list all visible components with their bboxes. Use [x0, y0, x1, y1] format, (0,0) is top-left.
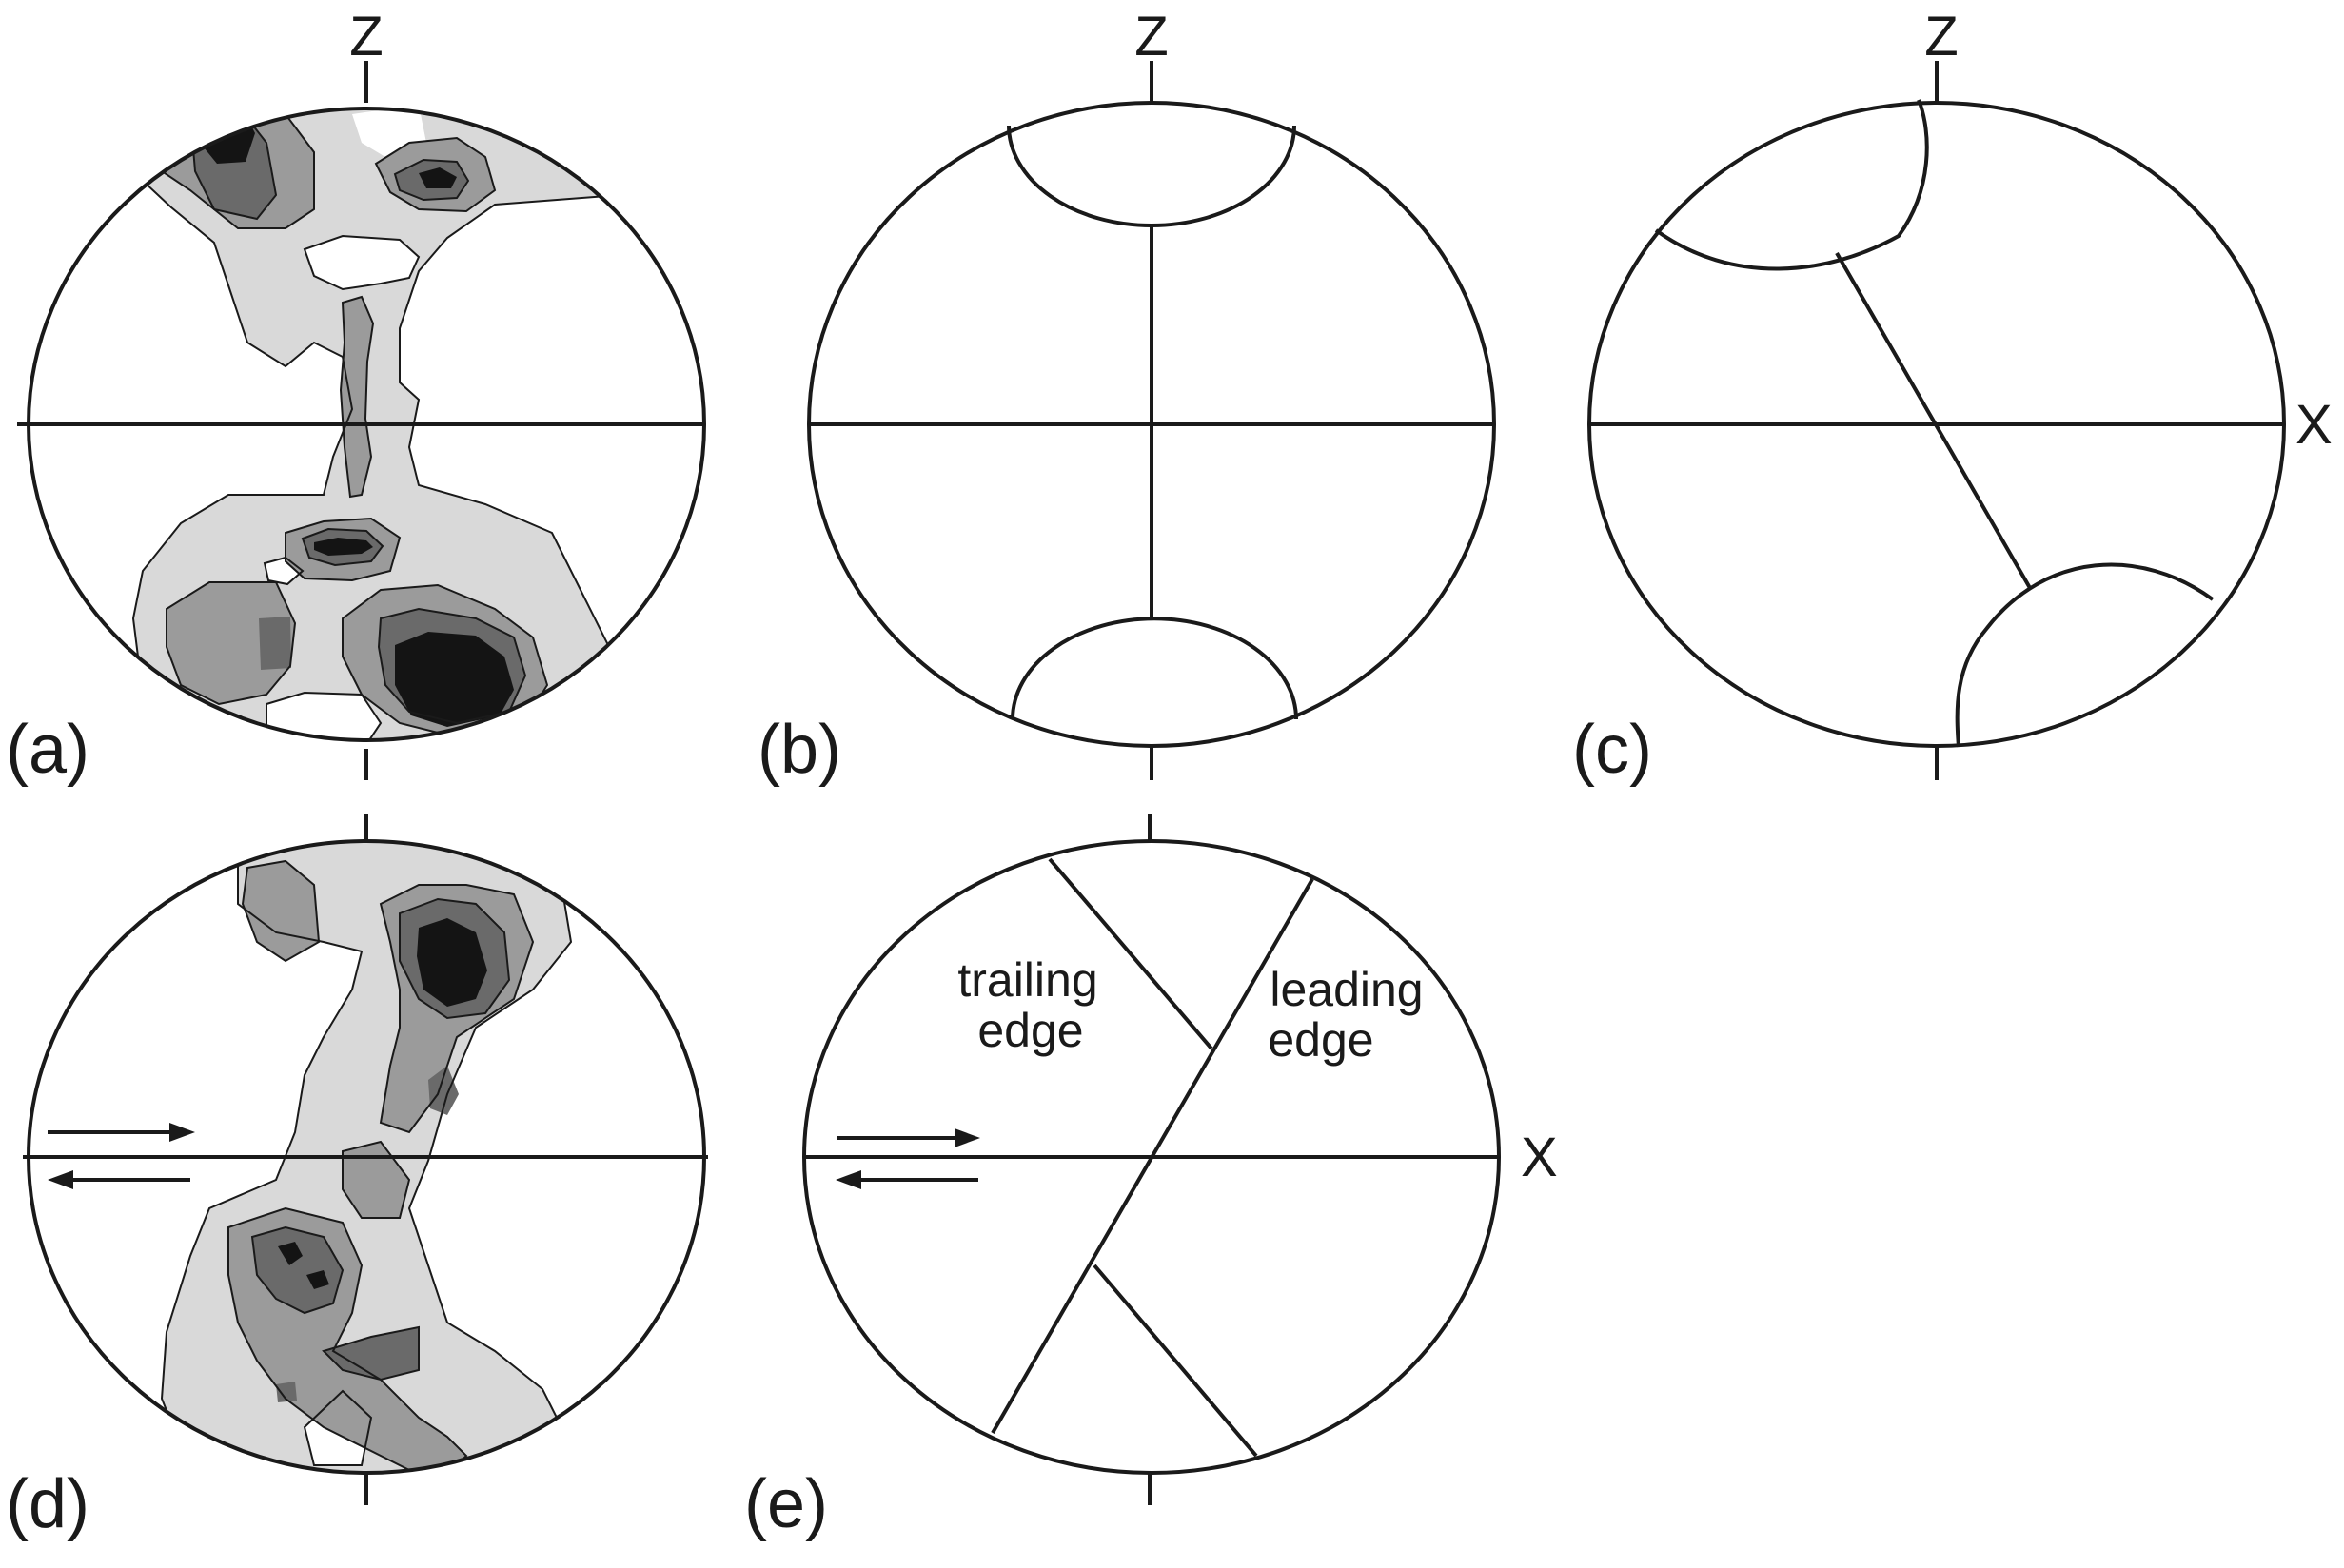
panel-a-z-label: Z [349, 6, 383, 68]
panel-e-leading-label-2: edge [1268, 1013, 1373, 1067]
panel-e-lower-edge-line [1093, 1264, 1258, 1458]
panel-b-z-label: Z [1134, 6, 1168, 68]
panel-a: Z (a) [6, 6, 706, 788]
panel-c-z-label: Z [1924, 6, 1958, 68]
panel-e-label: (e) [744, 1466, 828, 1542]
panel-e-trailing-label-1: trailing [957, 953, 1097, 1007]
panel-c-x-label: X [2295, 394, 2333, 456]
panel-e: trailing edge leading edge X (e) [744, 814, 1558, 1542]
panel-e-inclined-plane [991, 878, 1314, 1434]
panel-e-trailing-edge-line [1048, 857, 1213, 1050]
panel-e-leading-label-1: leading [1270, 963, 1423, 1016]
panel-c: Z X (c) [1572, 6, 2333, 788]
panel-c-label: (c) [1572, 712, 1652, 788]
panel-e-trailing-label-2: edge [977, 1004, 1083, 1057]
panel-c-inclined-axis [1835, 252, 2032, 589]
panel-a-label: (a) [6, 712, 89, 788]
panel-e-shear-arrows [836, 1128, 980, 1189]
panel-b-label: (b) [758, 712, 841, 788]
panel-a-density-contours [112, 108, 620, 740]
panel-d: (d) [6, 814, 708, 1542]
panel-c-lower-small-circle [1955, 562, 2215, 748]
panel-b-upper-small-circle [1007, 125, 1296, 227]
panel-c-upper-small-circle [1654, 99, 1929, 271]
panel-e-x-label: X [1521, 1127, 1558, 1188]
panel-d-shear-arrows [48, 1123, 195, 1189]
panel-b-lower-small-circle [1011, 617, 1298, 720]
panel-d-label: (d) [6, 1466, 89, 1542]
panel-b: Z (b) [758, 6, 1496, 788]
